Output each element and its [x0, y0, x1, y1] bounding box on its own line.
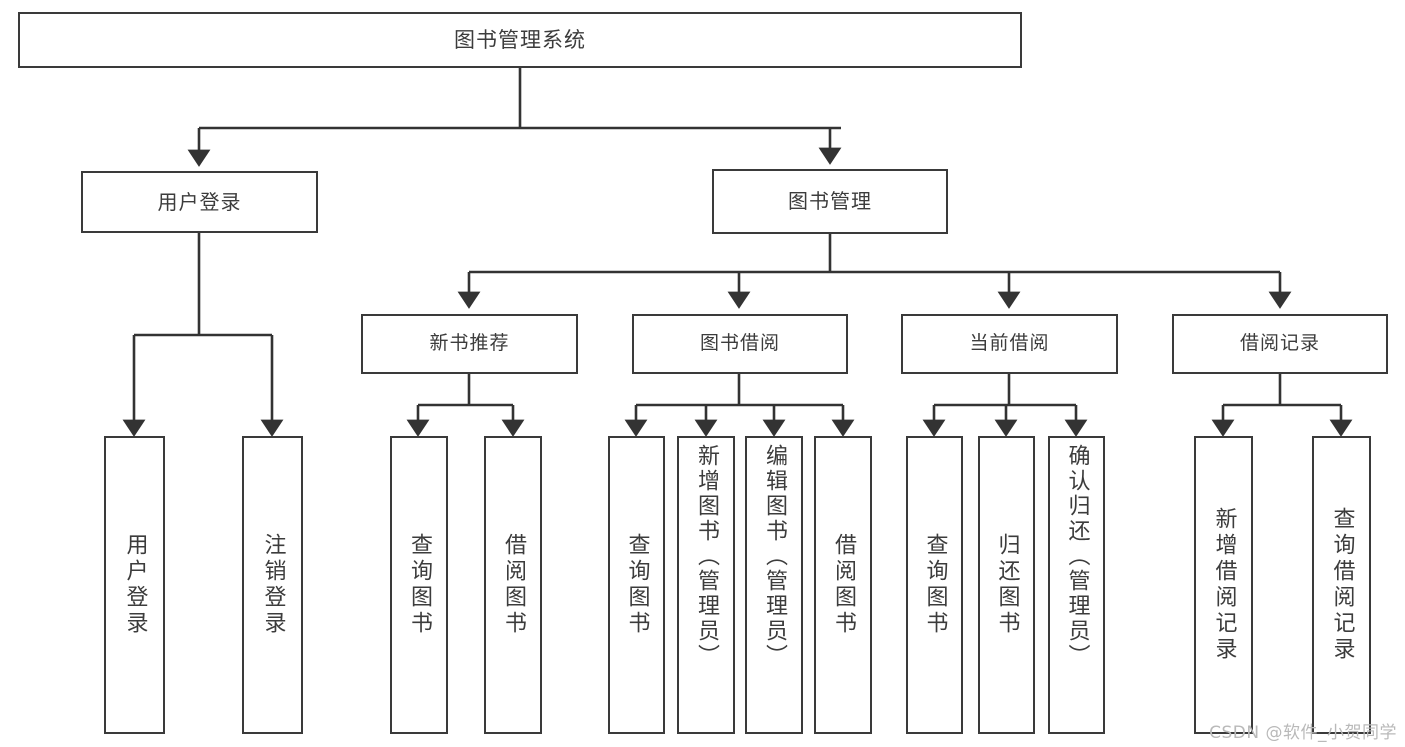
node-leaf-logout-login[interactable]: 注销登录: [242, 436, 303, 734]
node-label: 确认归还（管理员）: [1064, 444, 1090, 669]
node-current-borrow[interactable]: 当前借阅: [901, 314, 1118, 374]
node-leaf-add-borrow-record[interactable]: 新增借阅记录: [1194, 436, 1253, 734]
node-book-management[interactable]: 图书管理: [712, 169, 948, 234]
node-new-book-recommend[interactable]: 新书推荐: [361, 314, 578, 374]
node-label: 用户登录: [122, 533, 148, 637]
node-root-book-management-system[interactable]: 图书管理系统: [18, 12, 1022, 68]
node-leaf-query-borrow-record[interactable]: 查询借阅记录: [1312, 436, 1371, 734]
node-leaf-confirm-return-admin[interactable]: 确认归还（管理员）: [1048, 436, 1105, 734]
node-label: 新书推荐: [429, 332, 510, 355]
node-label: 查询图书: [922, 533, 948, 637]
node-label: 归还图书: [994, 533, 1020, 637]
node-label: 图书管理: [788, 189, 872, 213]
node-label: 查询借阅记录: [1329, 507, 1355, 663]
node-label: 借阅记录: [1239, 332, 1320, 355]
node-label: 查询图书: [624, 533, 650, 637]
node-label: 当前借阅: [969, 332, 1050, 355]
node-leaf-user-login[interactable]: 用户登录: [104, 436, 165, 734]
node-label: 新增图书（管理员）: [694, 444, 719, 669]
node-leaf-borrow-book-borrow[interactable]: 借阅图书: [814, 436, 872, 734]
node-leaf-borrow-book-recommend[interactable]: 借阅图书: [484, 436, 542, 734]
node-label: 借阅图书: [501, 533, 526, 637]
node-book-borrow[interactable]: 图书借阅: [632, 314, 848, 374]
node-label: 图书管理系统: [454, 27, 586, 52]
node-borrow-record[interactable]: 借阅记录: [1172, 314, 1388, 374]
node-label: 借阅图书: [831, 533, 856, 637]
node-leaf-edit-book-admin[interactable]: 编辑图书（管理员）: [745, 436, 803, 734]
node-leaf-return-book[interactable]: 归还图书: [978, 436, 1035, 734]
node-label: 编辑图书（管理员）: [762, 444, 787, 669]
node-label: 新增借阅记录: [1211, 507, 1237, 663]
node-leaf-add-book-admin[interactable]: 新增图书（管理员）: [677, 436, 735, 734]
node-leaf-query-book-recommend[interactable]: 查询图书: [390, 436, 448, 734]
node-leaf-query-book-borrow[interactable]: 查询图书: [608, 436, 665, 734]
node-label: 图书借阅: [699, 332, 780, 355]
node-label: 用户登录: [157, 189, 242, 214]
node-label: 注销登录: [260, 533, 286, 637]
node-label: 查询图书: [407, 533, 432, 637]
node-user-login[interactable]: 用户登录: [81, 171, 318, 233]
node-leaf-query-book-current[interactable]: 查询图书: [906, 436, 963, 734]
